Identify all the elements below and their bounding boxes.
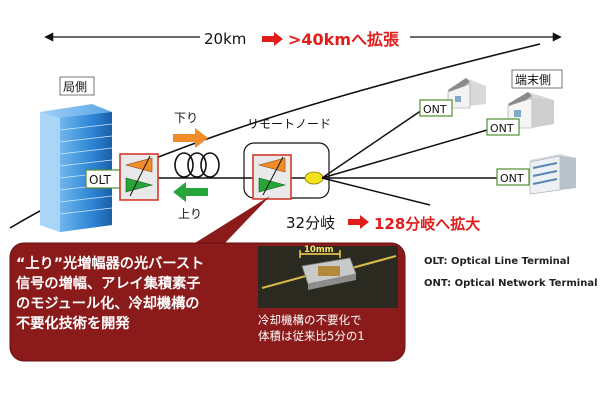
callout-pointer <box>195 196 270 243</box>
remote-node-label: リモートノード <box>247 117 331 131</box>
branch-fibers <box>321 107 497 206</box>
olt-label: OLT <box>89 173 111 187</box>
subscriber-label: 端末側 <box>515 73 551 87</box>
callout-line: 信号の増幅、アレイ集積素子 <box>16 276 201 292</box>
office-building-icon <box>529 154 576 195</box>
ont-label: ONT <box>423 103 447 116</box>
subscriber-label-box <box>511 69 563 89</box>
split-expanded: 128分岐へ拡大 <box>374 215 480 233</box>
ont-box <box>496 168 530 186</box>
module-photo <box>258 246 398 308</box>
distance-current: 20km <box>204 30 246 48</box>
upstream-label: 上り <box>178 207 202 221</box>
scale-label: 10mm <box>304 245 334 255</box>
downstream-label: 下り <box>174 111 198 125</box>
caption-line: 体積は従来比5分の1 <box>258 329 365 343</box>
ont-box <box>419 99 453 117</box>
upstream-arrow-icon <box>173 182 208 202</box>
splitter-icon <box>304 171 324 185</box>
downstream-arrow-icon <box>173 128 208 148</box>
callout-line: 不要化技術を開発 <box>16 316 130 332</box>
photo-caption: 冷却機構の不要化で 体積は従来比5分の1 <box>258 312 398 344</box>
central-office-label-box <box>59 76 95 96</box>
legend-olt: OLT: Optical Line Terminal <box>424 256 570 267</box>
ont-label: ONT <box>490 122 514 135</box>
legend-ont: ONT: Optical Network Terminal <box>424 278 598 289</box>
fiber-coil-icon <box>174 152 220 178</box>
house-icon <box>507 92 554 129</box>
distance-expanded: >40kmへ拡張 <box>288 30 400 49</box>
split-current: 32分岐 <box>286 214 335 232</box>
callout-text: “上り”光増幅器の光バースト 信号の増幅、アレイ集積素子 のモジュール化、冷却機… <box>16 254 254 334</box>
red-arrow-icon <box>348 215 369 229</box>
olt-amplifier-icon <box>119 153 159 201</box>
callout-line: のモジュール化、冷却機構の <box>16 296 200 312</box>
ont-label: ONT <box>500 172 524 185</box>
central-office-label: 局側 <box>63 80 87 94</box>
central-office-building <box>40 104 113 232</box>
red-arrow-icon <box>262 32 283 46</box>
house-icon <box>447 78 486 109</box>
callout-line: “上り”光増幅器の光バースト <box>16 256 205 272</box>
caption-line: 冷却機構の不要化で <box>258 313 362 327</box>
ont-box <box>486 118 520 136</box>
remote-node-amplifier-icon <box>252 154 292 200</box>
